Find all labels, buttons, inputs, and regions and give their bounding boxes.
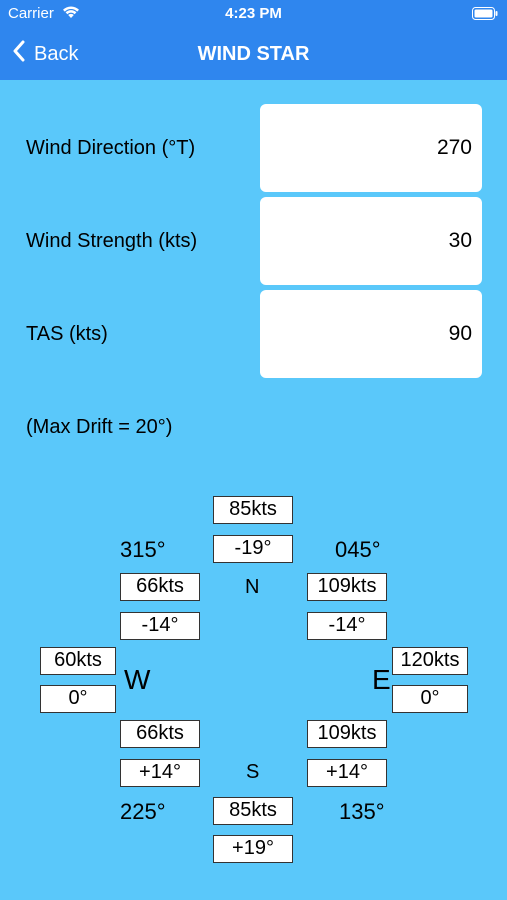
- west-ground-speed: 60kts: [40, 647, 116, 675]
- southwest-ground-speed: 66kts: [120, 720, 200, 748]
- northeast-drift: -14°: [307, 612, 387, 640]
- compass-s: S: [246, 761, 260, 783]
- status-bar: Carrier 4:23 PM: [0, 0, 507, 28]
- chevron-left-icon: [12, 40, 34, 68]
- clock: 4:23 PM: [225, 5, 282, 22]
- back-label: Back: [34, 42, 79, 65]
- battery-icon: [472, 7, 498, 25]
- southwest-drift: +14°: [120, 759, 200, 787]
- wind-direction-label: Wind Direction (°T): [26, 137, 196, 159]
- southeast-drift: +14°: [307, 759, 387, 787]
- south-ground-speed: 85kts: [213, 797, 293, 825]
- northeast-heading: 045°: [335, 537, 381, 562]
- north-ground-speed: 85kts: [213, 496, 293, 524]
- southeast-ground-speed: 109kts: [307, 720, 387, 748]
- compass-w: W: [124, 664, 151, 695]
- northwest-ground-speed: 66kts: [120, 573, 200, 601]
- tas-input[interactable]: [260, 290, 482, 378]
- east-drift: 0°: [392, 685, 468, 713]
- compass-n: N: [245, 576, 260, 598]
- northwest-heading: 315°: [120, 537, 166, 562]
- wifi-icon: [62, 5, 80, 24]
- wind-direction-input[interactable]: [260, 104, 482, 192]
- northwest-drift: -14°: [120, 612, 200, 640]
- page-title: WIND STAR: [197, 43, 310, 65]
- wind-strength-input[interactable]: [260, 197, 482, 285]
- south-drift: +19°: [213, 835, 293, 863]
- north-drift: -19°: [213, 535, 293, 563]
- back-button[interactable]: Back: [12, 28, 78, 80]
- west-drift: 0°: [40, 685, 116, 713]
- east-ground-speed: 120kts: [392, 647, 468, 675]
- max-drift-note: (Max Drift = 20°): [26, 416, 173, 438]
- navigation-bar: WIND STAR Back: [0, 28, 507, 80]
- wind-strength-label: Wind Strength (kts): [26, 230, 198, 252]
- southeast-heading: 135°: [339, 799, 385, 824]
- tas-label: TAS (kts): [26, 323, 108, 345]
- carrier-label: Carrier: [8, 5, 54, 22]
- compass-e: E: [372, 664, 391, 695]
- southwest-heading: 225°: [120, 799, 166, 824]
- northeast-ground-speed: 109kts: [307, 573, 387, 601]
